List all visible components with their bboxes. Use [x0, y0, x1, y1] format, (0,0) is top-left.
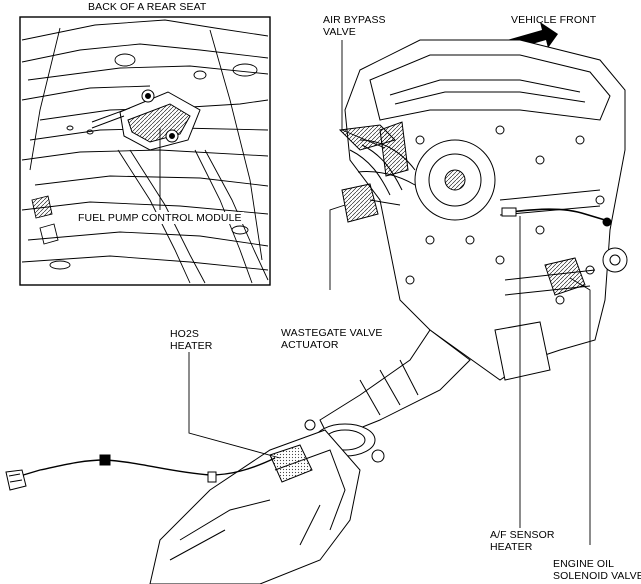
wastegate-valve-actuator-label: WASTEGATE VALVE ACTUATOR: [281, 327, 382, 351]
air-bypass-valve-label: AIR BYPASS VALVE: [323, 14, 386, 38]
inset-caption: BACK OF A REAR SEAT: [88, 1, 207, 13]
engine-drawing: [319, 39, 628, 441]
af-sensor-heater-line-2: HEATER: [490, 541, 533, 553]
af-sensor-heater-line-1: A/F SENSOR: [490, 529, 555, 541]
fuel-pump-control-module-shape: [91, 89, 201, 151]
inset-frame: [19, 16, 271, 286]
engine-oil-solenoid-valve-line-1: ENGINE OIL: [553, 558, 615, 570]
vehicle-front-label: VEHICLE FRONT: [511, 14, 597, 26]
wastegate-valve-actuator-line-2: ACTUATOR: [281, 339, 339, 351]
wastegate-valve-actuator-line-1: WASTEGATE VALVE: [281, 327, 383, 339]
ho2s-heater-line-2: HEATER: [170, 340, 213, 352]
air-bypass-valve-line-2: VALVE: [323, 26, 356, 38]
engine-oil-solenoid-valve-label: ENGINE OIL SOLENOID VALVE: [553, 558, 641, 582]
engine-oil-solenoid-valve-line-2: SOLENOID VALVE: [553, 570, 641, 582]
ho2s-heater-label: HO2S HEATER: [170, 328, 212, 352]
fuel-pump-control-module-label: FUEL PUMP CONTROL MODULE: [76, 212, 244, 224]
leader-lines: [188, 40, 591, 545]
ho2s-heater-line-1: HO2S: [170, 328, 199, 340]
af-sensor-heater-label: A/F SENSOR HEATER: [490, 529, 555, 553]
air-bypass-valve-line-1: AIR BYPASS: [323, 14, 386, 26]
exhaust-catalyst-drawing: [5, 419, 385, 584]
